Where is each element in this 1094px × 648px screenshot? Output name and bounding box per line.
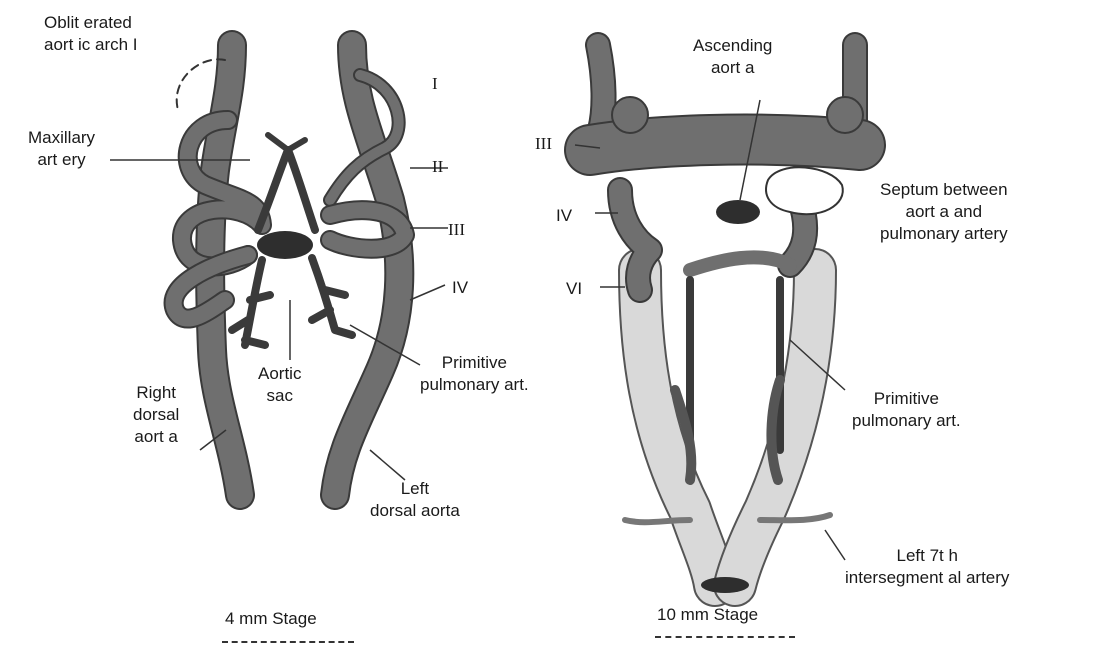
label-obliterated-arch: Oblit erated aort ic arch I bbox=[44, 12, 138, 56]
label-aortic-sac: Aortic sac bbox=[258, 363, 301, 407]
label-arch-I: I bbox=[432, 73, 438, 95]
label-text: Left 7t h bbox=[845, 545, 1009, 567]
label-text: pulmonary art. bbox=[852, 410, 961, 432]
septum-white bbox=[766, 167, 843, 214]
stage-label-4mm: 4 mm Stage bbox=[225, 608, 317, 630]
label-text: aort a bbox=[133, 426, 179, 448]
label-text: Left bbox=[370, 478, 460, 500]
label-text: pulmonary art. bbox=[420, 374, 529, 396]
label-text: Oblit erated bbox=[44, 12, 138, 34]
label-primitive-pulmonary-right: Primitive pulmonary art. bbox=[852, 388, 961, 432]
pulmonary-branch-left bbox=[232, 260, 270, 345]
label-text: Right bbox=[133, 382, 179, 404]
label-arch-IV: IV bbox=[452, 277, 468, 299]
label-text: Ascending bbox=[693, 35, 772, 57]
label-arch-II: II bbox=[432, 156, 443, 178]
label-text: dorsal bbox=[133, 404, 179, 426]
label-text: sac bbox=[258, 385, 301, 407]
left-4mm-embryo-vessels bbox=[174, 45, 405, 495]
label-text: Aortic bbox=[258, 363, 301, 385]
label-text: Septum between bbox=[880, 179, 1008, 201]
label-arch-III-10mm: III bbox=[535, 133, 552, 155]
label-ascending-aorta: Ascending aort a bbox=[693, 35, 772, 79]
aortic-sac-shape bbox=[257, 231, 313, 259]
label-text: Maxillary bbox=[28, 127, 95, 149]
label-maxillary-artery: Maxillary art ery bbox=[28, 127, 95, 171]
intersegmental-arteries bbox=[625, 515, 830, 522]
label-arch-VI: VI bbox=[566, 278, 582, 300]
pulmonary-arteries bbox=[690, 280, 780, 450]
label-primitive-pulmonary-left: Primitive pulmonary art. bbox=[420, 352, 529, 396]
pulmonary-branch-right bbox=[312, 258, 352, 335]
label-text: pulmonary artery bbox=[880, 223, 1008, 245]
label-text: aort a bbox=[693, 57, 772, 79]
label-septum: Septum between aort a and pulmonary arte… bbox=[880, 179, 1008, 245]
stage-label-10mm: 10 mm Stage bbox=[657, 604, 758, 626]
stage-underline-4mm bbox=[222, 641, 354, 643]
label-text: art ery bbox=[28, 149, 95, 171]
label-left-dorsal-aorta: Left dorsal aorta bbox=[370, 478, 460, 522]
label-text: Primitive bbox=[852, 388, 961, 410]
label-text: intersegment al artery bbox=[845, 567, 1009, 589]
label-arch-IV-10mm: IV bbox=[556, 205, 572, 227]
label-left-7th-intersegmental: Left 7t h intersegment al artery bbox=[845, 545, 1009, 589]
label-text: Primitive bbox=[420, 352, 529, 374]
label-text: dorsal aorta bbox=[370, 500, 460, 522]
ascending-aorta-dark bbox=[716, 200, 760, 224]
label-text: aort ic arch I bbox=[44, 34, 138, 56]
label-right-dorsal-aorta: Right dorsal aort a bbox=[133, 382, 179, 448]
label-text: aort a and bbox=[880, 201, 1008, 223]
label-arch-III: III bbox=[448, 219, 465, 241]
stage-underline-10mm bbox=[655, 636, 795, 638]
right-10mm-embryo-vessels bbox=[590, 45, 863, 593]
